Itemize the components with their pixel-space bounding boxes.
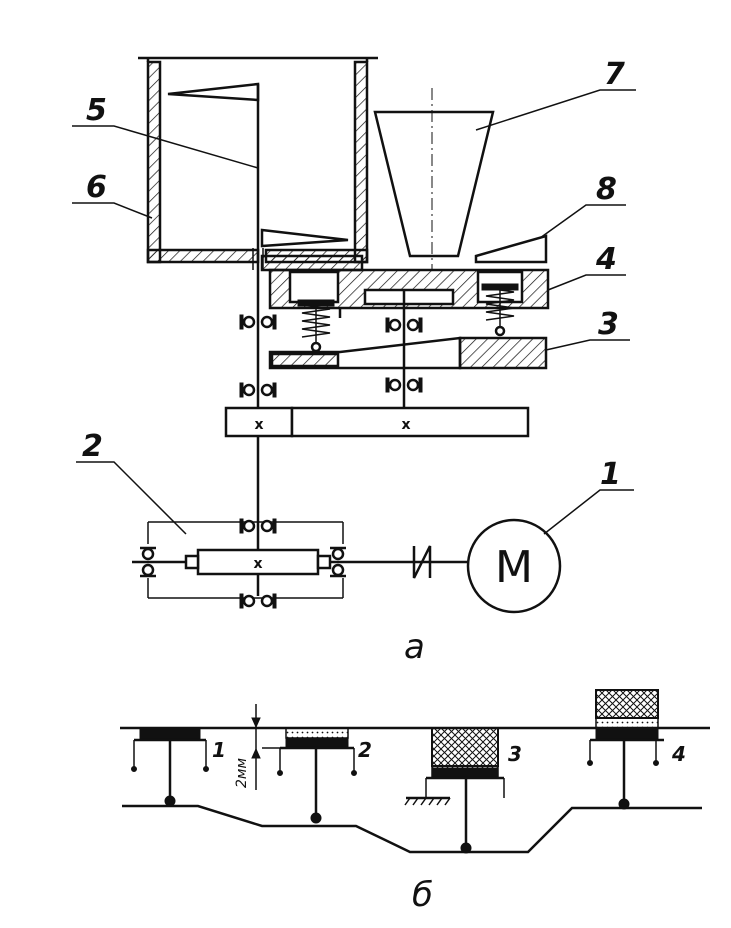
label-support: 8 bbox=[596, 172, 617, 207]
cam-profile bbox=[122, 804, 702, 854]
cam bbox=[268, 336, 548, 370]
position-1 bbox=[131, 727, 209, 807]
label-rod: 5 bbox=[86, 93, 107, 128]
label-cam: 3 bbox=[598, 307, 619, 342]
label-funnel: 7 bbox=[604, 57, 625, 92]
support-block bbox=[474, 234, 548, 264]
funnel bbox=[373, 88, 495, 270]
label-gearbox: 2 bbox=[82, 429, 103, 464]
label-table: 4 bbox=[595, 242, 617, 277]
position-label-3: 3 bbox=[508, 742, 522, 766]
caption-a: а bbox=[404, 627, 425, 667]
gear-pair: x x bbox=[224, 406, 530, 438]
label-motor: 1 bbox=[600, 457, 621, 492]
gear-mark-small: x bbox=[254, 417, 263, 433]
figure-a: x x x М bbox=[72, 56, 636, 667]
motor-symbol: М bbox=[495, 542, 533, 593]
gear-mark-worm: x bbox=[253, 556, 262, 572]
position-2: 2мм bbox=[234, 704, 357, 824]
position-label-4: 4 bbox=[671, 742, 686, 766]
leaders bbox=[72, 89, 636, 535]
spring-left bbox=[297, 299, 335, 353]
motor: М bbox=[466, 518, 562, 614]
dimension-2mm: 2мм bbox=[234, 758, 250, 788]
figure-b: 2мм 1 2 3 4 б bbox=[120, 689, 710, 915]
label-hopper: 6 bbox=[86, 170, 107, 205]
coupling bbox=[412, 545, 432, 579]
position-3 bbox=[404, 727, 505, 854]
spring-right bbox=[481, 283, 519, 337]
bearings-upper bbox=[239, 314, 423, 398]
gear-mark-large: x bbox=[401, 417, 410, 433]
position-label-2: 2 bbox=[358, 738, 372, 762]
caption-b: б bbox=[412, 875, 433, 915]
position-label-1: 1 bbox=[212, 738, 226, 762]
position-4 bbox=[587, 689, 664, 810]
gearbox: x bbox=[132, 518, 470, 609]
